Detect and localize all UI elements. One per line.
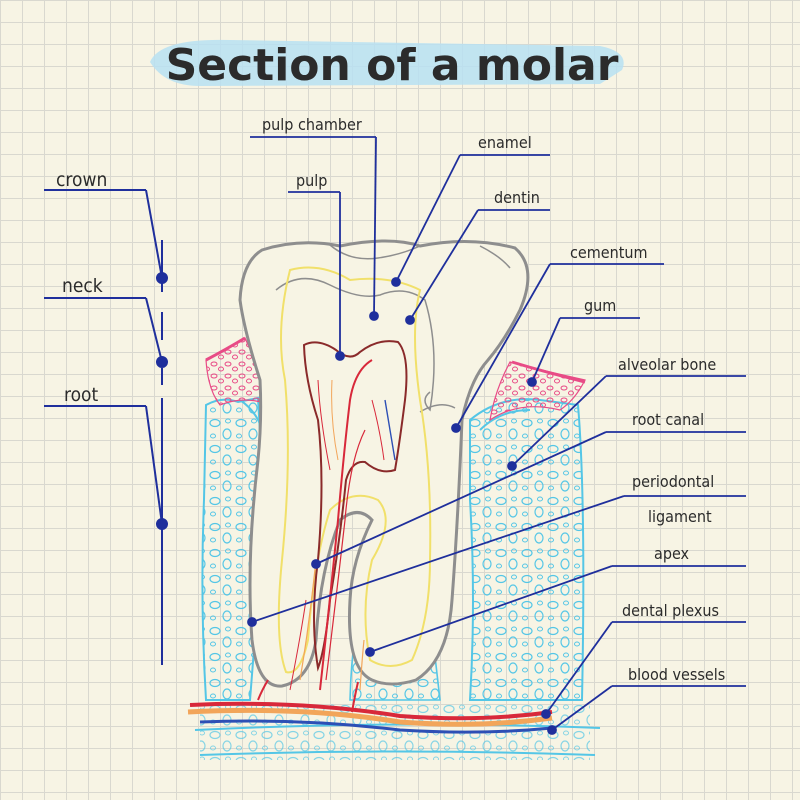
dental-plexus-vessels [187, 679, 553, 734]
periodontal-ligament-dot [247, 617, 257, 627]
gum-tissue [205, 336, 586, 422]
gum-dot [527, 377, 537, 387]
label-ligament: ligament [648, 507, 712, 526]
label-enamel: enamel [478, 133, 532, 152]
title-brush [150, 39, 624, 86]
region-root: root [64, 384, 99, 406]
region-bracket [44, 189, 168, 665]
pulp-chamber-dot [369, 311, 379, 321]
dentino-enamel-junction [275, 277, 435, 412]
dentin-dot [405, 315, 415, 325]
label-cementum: cementum [570, 243, 648, 262]
apex-dot [365, 647, 375, 657]
alveolar-bone-right [468, 398, 585, 701]
tooth-outline [238, 239, 530, 688]
label-pulp: pulp [296, 171, 327, 190]
artery [189, 701, 553, 721]
labels: pulp chamber pulp enamel dentin cementum… [262, 115, 725, 684]
label-dental-plexus: dental plexus [622, 601, 719, 620]
alveolar-bone-dot [507, 461, 517, 471]
nerve-bundle [187, 707, 553, 727]
root-canal-dot [311, 559, 321, 569]
label-gum: gum [584, 296, 616, 315]
cementum-dot [451, 423, 461, 433]
label-root-canal: root canal [632, 410, 704, 429]
label-alveolar-bone: alveolar bone [618, 355, 716, 374]
label-dentin: dentin [494, 188, 540, 207]
region-crown: crown [56, 169, 107, 191]
region-neck: neck [62, 275, 103, 297]
label-apex: apex [654, 544, 690, 563]
label-periodontal: periodontal [632, 472, 714, 491]
label-blood-vessels: blood vessels [628, 665, 725, 684]
tooth [238, 239, 530, 691]
pulp-chamber-outline [302, 340, 408, 672]
enamel-dot [391, 277, 401, 287]
dental-plexus-dot [541, 709, 551, 719]
label-pulp-chamber: pulp chamber [262, 115, 362, 134]
vein [199, 719, 553, 734]
page-title: Section of a molar [166, 40, 619, 91]
dentin-boundary [277, 266, 432, 674]
leader-lines [247, 136, 746, 735]
pulp-artery [319, 359, 373, 691]
blood-vessels-dot [547, 725, 557, 735]
pulp-dot [335, 351, 345, 361]
